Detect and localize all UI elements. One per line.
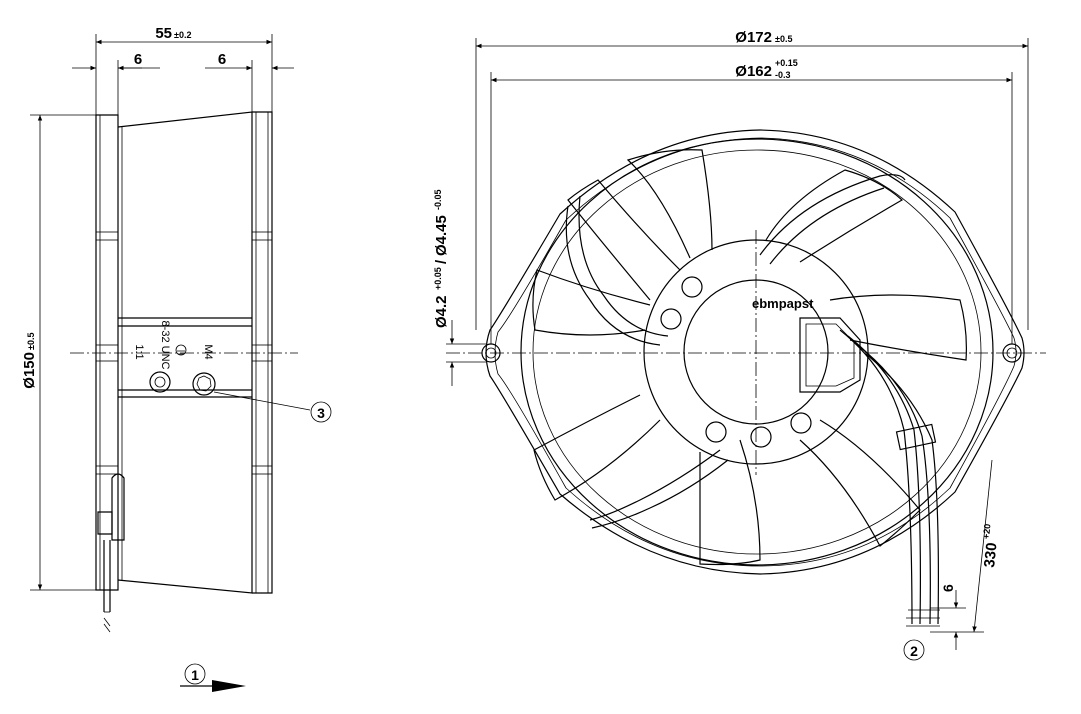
side-band	[118, 317, 252, 398]
cable-tie	[895, 423, 937, 451]
venturi-ring	[520, 138, 994, 566]
connector-box	[799, 317, 861, 393]
strut-1	[565, 205, 661, 346]
dim-side-diameter: Ø150	[21, 352, 38, 389]
hub-hole	[705, 421, 727, 443]
thread-screw	[192, 372, 216, 396]
dim-flange-right: 6	[218, 51, 226, 68]
hub-hole	[681, 276, 703, 298]
dim-side-diameter-tol: ±0.5	[26, 333, 36, 350]
strut-3	[589, 449, 721, 521]
brand-logo: ebmpapst	[752, 296, 814, 311]
callout-2-label: 2	[910, 643, 918, 659]
dim-hole-sep: /	[433, 259, 450, 264]
label-thread: 8-32 UNC	[159, 321, 171, 370]
cable-clip	[111, 473, 125, 541]
dim-lead-length: 330	[981, 542, 1001, 569]
callout-2	[903, 639, 925, 661]
impeller-blades	[532, 149, 967, 566]
callout-3-label: 3	[317, 405, 325, 421]
hub-hole	[660, 308, 682, 330]
label-ground: M4	[202, 344, 214, 359]
dim-outer-diameter-tol: ±0.5	[775, 34, 792, 44]
dim-lead-length-tol: +20	[981, 523, 993, 539]
side-view: 1:1 8-32 UNC M4 55 ±0.2 6 6 Ø150 ±0.5	[21, 25, 332, 692]
side-frame-left	[95, 114, 119, 591]
callout-3	[310, 401, 332, 423]
dim-strip-length: 6	[940, 584, 956, 592]
dim-lead-length-line	[972, 459, 993, 633]
hub-hole	[750, 426, 772, 448]
dim-hole-2: Ø4.45	[433, 215, 450, 256]
front-view: ebmpapst Ø172 ±0.5 Ø162 +0.15 -0.3	[433, 29, 1046, 661]
label-unit: 1:1	[133, 344, 145, 359]
callout-1-label: 1	[191, 667, 199, 683]
dim-hole-1: Ø4.2	[433, 295, 450, 328]
dim-hole-2-tol: -0.05	[433, 189, 443, 210]
side-frame-right	[252, 111, 273, 594]
dim-inner-diameter: Ø162	[735, 63, 772, 80]
dim-outer-diameter: Ø172	[735, 29, 772, 46]
hub-hole	[790, 412, 812, 434]
callout-1	[184, 663, 206, 685]
dim-flange-left: 6	[134, 51, 142, 68]
dim-inner-diameter-tol-upper: +0.15	[775, 58, 798, 68]
cable	[839, 329, 913, 625]
strut-2	[759, 174, 906, 256]
dim-depth: 55	[155, 25, 172, 42]
fan-frame-outer	[485, 129, 1025, 575]
dim-inner-diameter-tol-lower: -0.3	[775, 70, 791, 80]
ground-screw	[149, 371, 171, 393]
dim-hole-1-tol: +0.05	[433, 267, 443, 290]
dim-depth-tol: ±0.2	[174, 30, 191, 40]
